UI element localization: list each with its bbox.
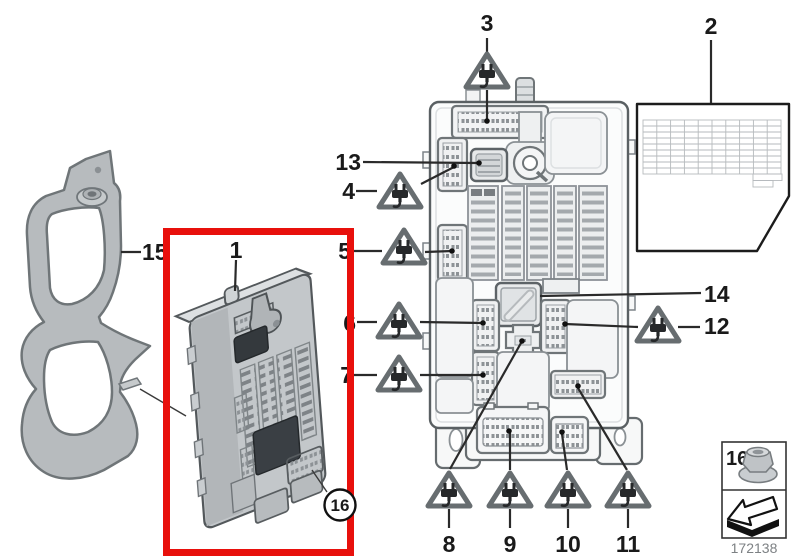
connector-9 (475, 402, 551, 455)
plug-warning-icon-3 (466, 54, 508, 87)
fuse-box (422, 77, 644, 470)
callout-9-label: 9 (504, 531, 517, 557)
doc-number: 172138 (731, 540, 778, 556)
plug-warning-icon-4 (379, 174, 421, 207)
callout-dots (449, 118, 581, 435)
fuse-field (467, 185, 608, 281)
callout-11-label: 11 (616, 531, 641, 557)
callout-16-label: 16 (331, 496, 350, 515)
left-foot-slot (448, 428, 464, 452)
callout-lines (121, 38, 713, 528)
connector-10 (549, 415, 590, 455)
plug-warning-icon-5 (383, 230, 425, 263)
cover-panel-mid (496, 351, 550, 413)
screw-post (505, 111, 555, 185)
plug-warning-icon-10 (547, 473, 589, 506)
plug-warning-icon-7 (378, 357, 420, 390)
module-relay-top (233, 325, 269, 364)
connector-7 (470, 350, 501, 407)
connector-6 (470, 298, 501, 353)
callout-12-label: 12 (704, 313, 730, 339)
callout-10-label: 10 (555, 531, 581, 557)
cover-panel-top-right (544, 111, 608, 175)
fuse-label-sheet (635, 102, 791, 253)
callout-13-label: 13 (335, 149, 361, 175)
mounting-bracket (20, 149, 187, 480)
plug-warning-icon-12 (637, 308, 679, 341)
callout-2-label: 2 (705, 13, 718, 39)
bracket-grommet (76, 187, 108, 207)
right-foot-slot (613, 427, 627, 447)
connector-12 (539, 298, 572, 355)
control-module (173, 267, 327, 529)
bracket-pin (117, 377, 143, 391)
cover-panel-left (435, 277, 474, 378)
callout-16-circle: 16 (311, 469, 357, 522)
install-direction-arrow-icon (726, 495, 779, 537)
plug-warning-icon-11 (607, 473, 649, 506)
callout-8-label: 8 (443, 531, 456, 557)
callout-14-label: 14 (704, 281, 730, 307)
cover-panel-right (566, 299, 619, 379)
callout-1-label: 1 (230, 237, 243, 263)
legend-box: 16 (721, 441, 787, 539)
relay-14 (494, 281, 543, 328)
relay-13 (469, 147, 509, 183)
callout-3-label: 3 (481, 10, 494, 36)
highlight-box (163, 228, 354, 556)
plug-warning-icon-8 (428, 473, 470, 506)
plug-warning-icon-6 (378, 304, 420, 337)
bracket-tab-hole (94, 166, 102, 174)
plug-warning-icon-9 (489, 473, 531, 506)
callout-4-label: 4 (342, 178, 355, 204)
label-sheet-grid (642, 119, 783, 188)
flange-nut-icon (738, 446, 778, 484)
